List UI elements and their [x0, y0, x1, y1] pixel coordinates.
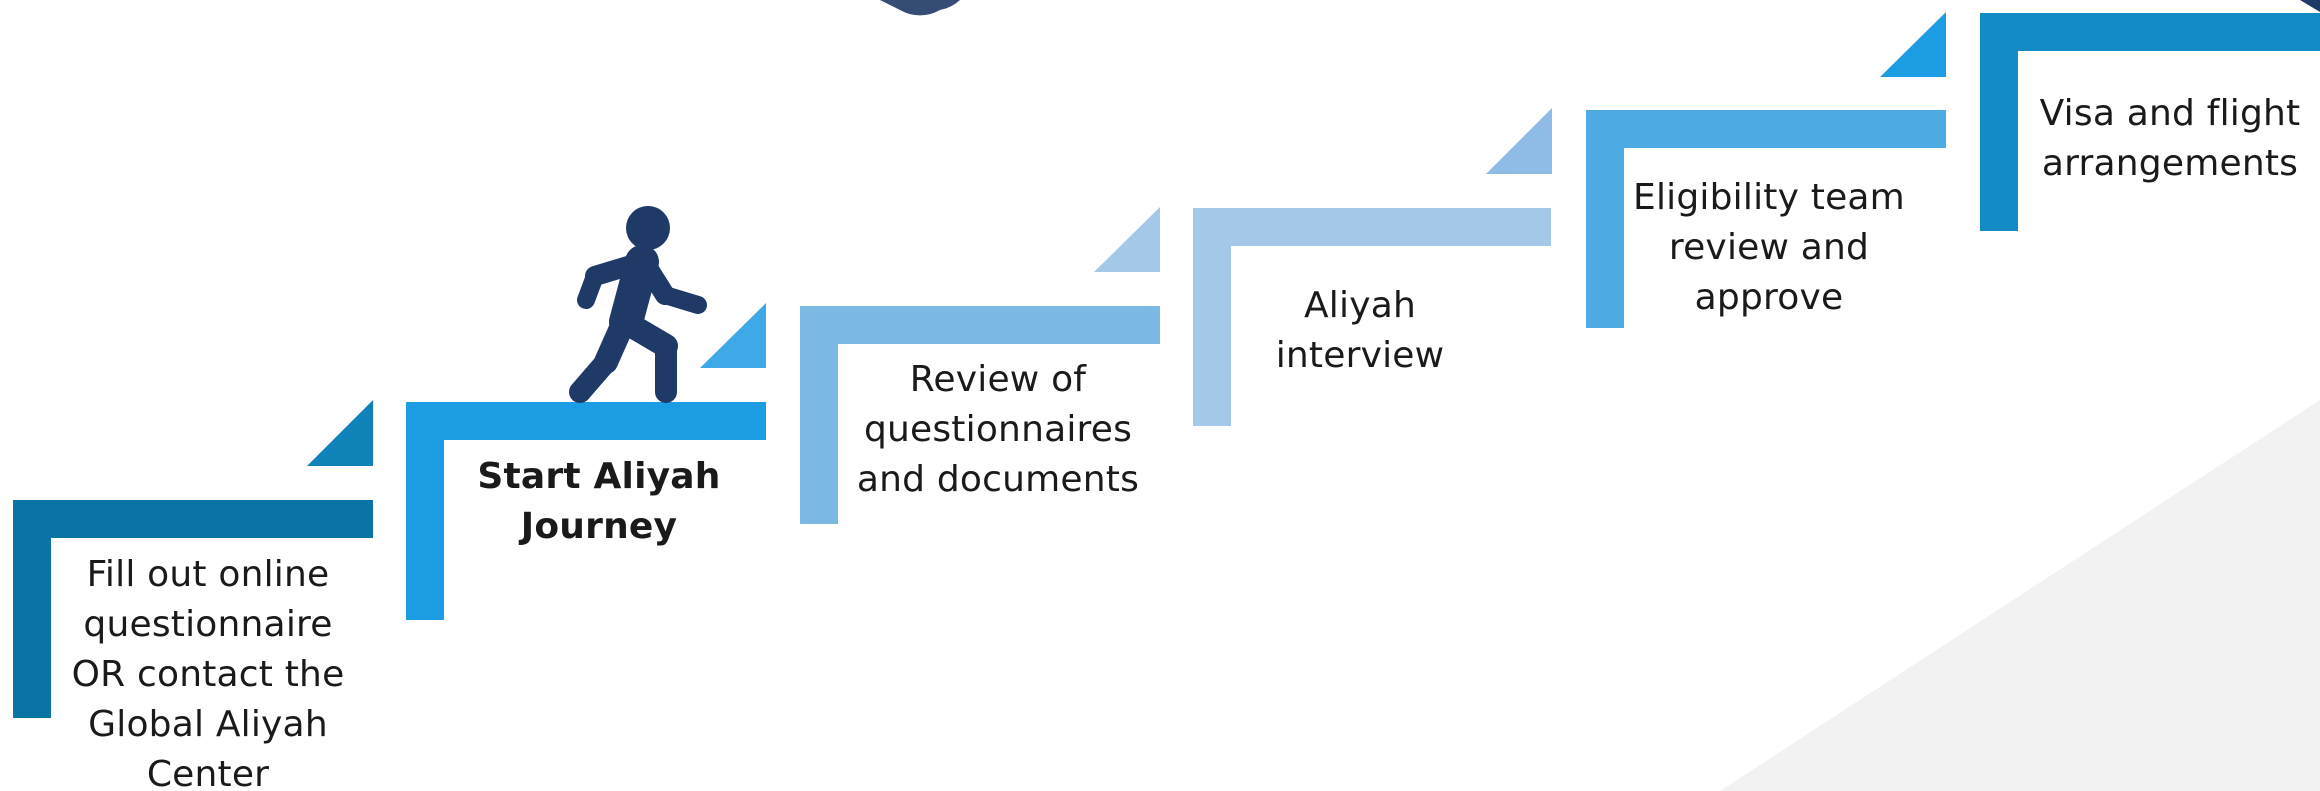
- top-decoration: [880, 0, 960, 16]
- step-5-shape: [1586, 12, 1946, 328]
- step-4-label: Aliyah interview: [1275, 285, 1445, 376]
- step-6-shape: [1980, 13, 2320, 231]
- step-2-shape: [406, 303, 766, 620]
- step-5-label: Eligibility team review and approve: [1633, 177, 1905, 318]
- background-wedge: [1720, 400, 2320, 791]
- walking-person-icon: [569, 206, 707, 403]
- step-1-shape: [13, 400, 373, 718]
- step-6-label: Visa and flight arrangements: [2039, 93, 2301, 184]
- step-1-label: Fill out online questionnaire OR contact…: [71, 554, 345, 791]
- step-3-shape: [800, 207, 1160, 524]
- corner-decoration: [2300, 0, 2320, 12]
- step-3-label: Review of questionnaires and documents: [856, 359, 1140, 500]
- step-2-label: Start Aliyah Journey: [477, 456, 721, 547]
- step-4-shape: [1193, 108, 1552, 426]
